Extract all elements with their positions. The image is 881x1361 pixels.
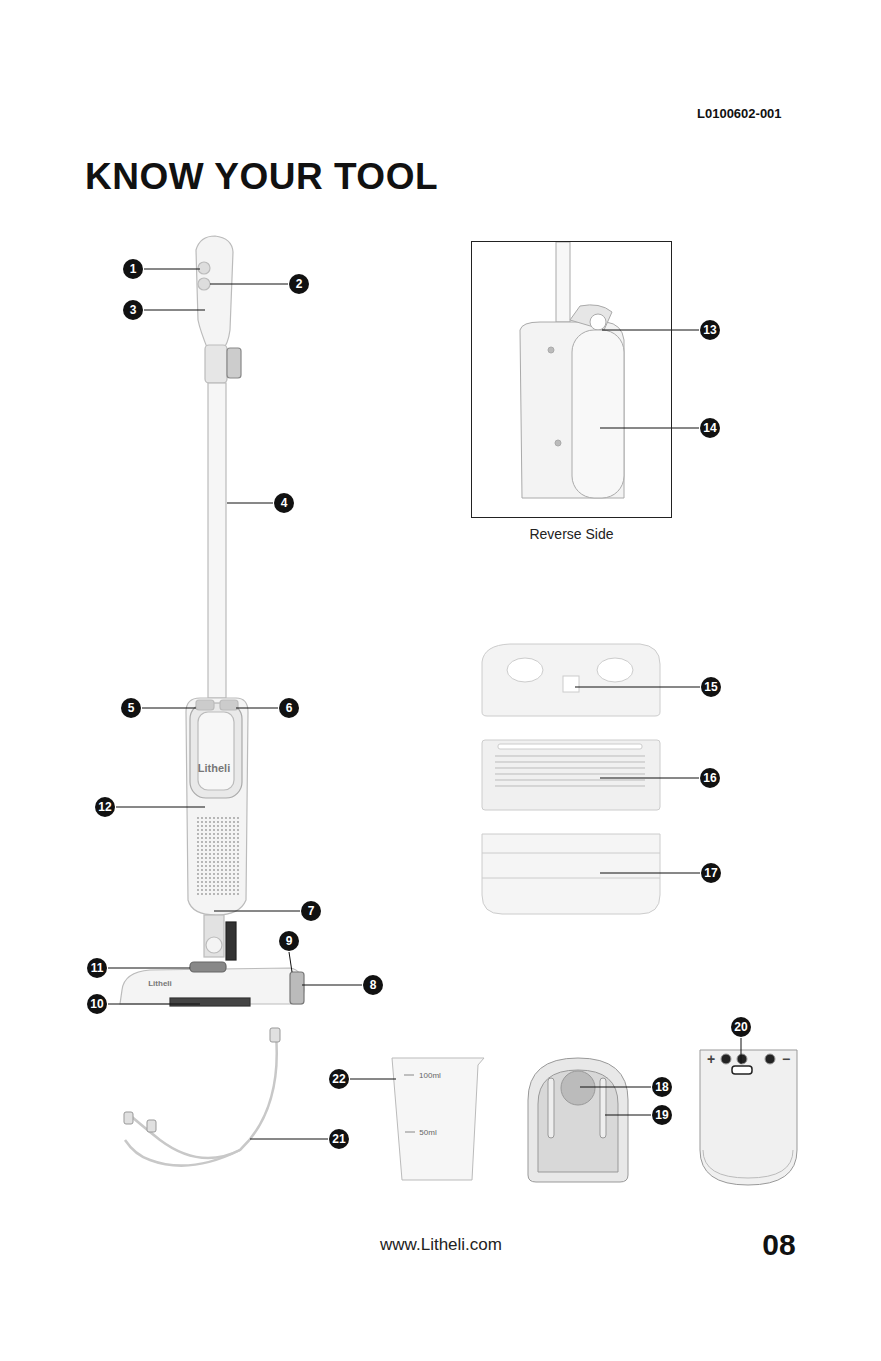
callout-number: 16 — [700, 768, 720, 788]
callout-number: 7 — [301, 901, 321, 921]
callout-number: 9 — [279, 931, 299, 951]
callout-number: 13 — [700, 320, 720, 340]
page-title: KNOW YOUR TOOL — [85, 156, 438, 198]
callout-number: 11 — [87, 958, 107, 978]
callout-number: 15 — [701, 677, 721, 697]
polarity-sign: + — [707, 1051, 715, 1067]
callout-number: 19 — [652, 1105, 672, 1125]
callout-number: 2 — [289, 274, 309, 294]
callout-number: 4 — [274, 493, 294, 513]
callout-number: 6 — [279, 698, 299, 718]
callout-number: 8 — [363, 975, 383, 995]
callout-number: 18 — [652, 1077, 672, 1097]
callout-number: 5 — [121, 698, 141, 718]
callout-number: 12 — [95, 797, 115, 817]
callout-number: 20 — [731, 1017, 751, 1037]
inset-caption: Reverse Side — [472, 526, 671, 542]
website-url: www.Litheli.com — [380, 1235, 502, 1255]
callout-number: 1 — [123, 259, 143, 279]
callout-number: 21 — [329, 1129, 349, 1149]
polarity-sign: − — [782, 1051, 790, 1067]
callout-number: 14 — [700, 418, 720, 438]
callout-number: 17 — [701, 863, 721, 883]
volume-mark: 50ml — [419, 1128, 436, 1137]
callout-number: 3 — [123, 300, 143, 320]
inset-frame: Reverse Side — [471, 241, 672, 518]
volume-mark: 100ml — [419, 1071, 441, 1080]
document-code: L0100602-001 — [697, 106, 782, 121]
callout-number: 10 — [87, 994, 107, 1014]
brand-logo: Litheli — [198, 762, 230, 774]
brand-logo: Litheli — [148, 979, 172, 988]
callout-number: 22 — [329, 1069, 349, 1089]
page-number: 08 — [762, 1228, 795, 1262]
